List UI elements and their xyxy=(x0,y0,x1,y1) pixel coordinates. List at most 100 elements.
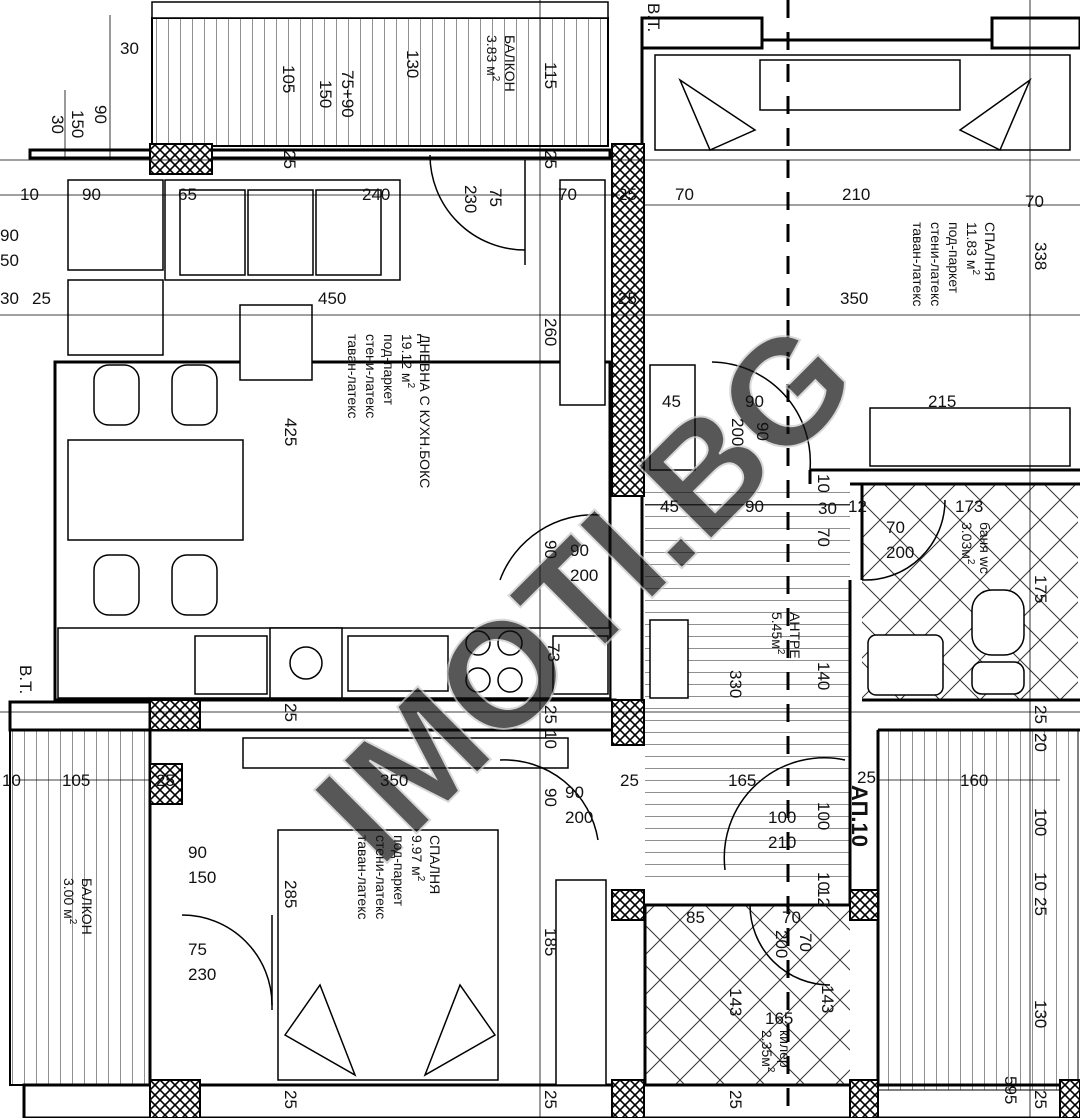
dimension-label: 230 xyxy=(188,965,216,984)
dimension-label: 25 xyxy=(541,705,560,724)
room-name: БАЛКОН xyxy=(79,878,95,935)
room-name: баня wc xyxy=(977,522,993,574)
room-living: ДНЕВНА С КУХН.БОКС 19.12 м2 под-паркет с… xyxy=(345,334,433,488)
dimension-label: 90 xyxy=(91,105,110,124)
dimension-label: 25 xyxy=(618,185,637,204)
dimension-label: 25 xyxy=(280,150,299,169)
dimension-label: 100 xyxy=(768,808,796,827)
room-floor: под-паркет xyxy=(946,222,962,294)
room-ceiling: таван-латекс xyxy=(345,334,361,418)
dimension-label: 175 xyxy=(1031,575,1050,603)
dimension-label: 25 xyxy=(618,289,637,308)
dimension-label: 450 xyxy=(318,289,346,308)
dimension-label: 70 xyxy=(558,185,577,204)
room-bedroom-top: СПАЛНЯ 11.83 м2 под-паркет стени-латекс … xyxy=(910,222,998,306)
room-area: 2.35м2 xyxy=(759,1030,776,1073)
dimension-label: 45 xyxy=(662,392,681,411)
dimension-label: 160 xyxy=(960,771,988,790)
dimension-label: 30 xyxy=(120,39,139,58)
dimension-label: 90 xyxy=(753,422,772,441)
dimension-label: 200 xyxy=(728,418,747,446)
dimension-label: 165 xyxy=(765,1009,793,1028)
furniture xyxy=(57,54,1071,1086)
dimension-label: 173 xyxy=(955,497,983,516)
room-area: 5.45м2 xyxy=(769,612,786,655)
room-area: 19.12 м2 xyxy=(399,334,416,389)
columns xyxy=(149,143,1080,1118)
top-note: В.Т. xyxy=(644,3,663,32)
dimension-label: 90 xyxy=(541,788,560,807)
dimension-label: 30 xyxy=(818,499,837,518)
dimension-label: 25 xyxy=(541,150,560,169)
room-area: 3.83 м2 xyxy=(484,35,501,82)
dimension-label: 90 xyxy=(0,226,19,245)
dimension-label: 75 xyxy=(486,188,505,207)
dimension-label: 200 xyxy=(570,566,598,585)
dimension-label: 338 xyxy=(1031,242,1050,270)
room-bedroom-bottom: СПАЛНЯ 9.97 м2 под-паркет стени-латекс т… xyxy=(355,835,443,919)
room-hall: АНТРЕ 5.45м2 xyxy=(769,612,803,659)
dimension-label: 25 xyxy=(1031,897,1050,916)
dimension-label: 150 xyxy=(68,110,87,138)
dimension-label: 50 xyxy=(0,251,19,270)
dimension-label: 25 xyxy=(281,1090,300,1109)
dimension-label: 350 xyxy=(380,771,408,790)
dimension-label: 240 xyxy=(362,185,390,204)
dimension-labels: 30 105 75+90 150 130 115 150 30 90 10 90… xyxy=(0,39,1050,1109)
room-area: 9.97 м2 xyxy=(409,835,426,882)
room-floor: под-паркет xyxy=(391,835,407,907)
dimension-label: 10 xyxy=(814,872,833,891)
dimension-label: 70 xyxy=(796,933,815,952)
dimension-label: 105 xyxy=(62,771,90,790)
room-area: 11.83 м2 xyxy=(964,222,981,276)
dimension-label: 425 xyxy=(281,418,300,446)
dimension-label: 90 xyxy=(541,540,560,559)
dimension-label: 285 xyxy=(281,880,300,908)
dimension-label: 100 xyxy=(1031,808,1050,836)
dimension-label: 75+90 xyxy=(338,70,357,118)
storage-floor xyxy=(645,905,850,1085)
dimension-label: 143 xyxy=(726,988,745,1016)
balcony-top-deck xyxy=(151,17,609,147)
dimension-label: 70 xyxy=(675,185,694,204)
dimension-label: 25 xyxy=(857,768,876,787)
dimension-label: 25 xyxy=(1031,1090,1050,1109)
dimension-label: 30 xyxy=(0,289,19,308)
dimension-label: 10 xyxy=(541,730,560,749)
room-bath: баня wc 3.03м2 xyxy=(959,522,993,574)
dimension-label: 25 xyxy=(726,1090,745,1109)
dimension-label: 25 xyxy=(156,771,175,790)
dimension-label: 70 xyxy=(814,528,833,547)
dimension-label: 90 xyxy=(570,541,589,560)
dimension-label: 210 xyxy=(768,833,796,852)
dimension-label: 140 xyxy=(814,662,833,690)
room-storage: килер 2.35м2 xyxy=(759,1030,793,1073)
room-floor: под-паркет xyxy=(381,334,397,406)
room-name: БАЛКОН xyxy=(502,35,518,92)
dimension-label: 90 xyxy=(745,392,764,411)
dimension-label: 90 xyxy=(82,185,101,204)
dimension-label: 143 xyxy=(818,985,837,1013)
room-balcony-left: БАЛКОН 3.00 м2 xyxy=(61,878,95,935)
room-name: АНТРЕ xyxy=(787,612,803,659)
dimension-label: 10 xyxy=(20,185,39,204)
room-name: килер xyxy=(777,1030,793,1068)
dimension-label: 25 xyxy=(1031,705,1050,724)
dimension-label: 75 xyxy=(188,940,207,959)
door-swings xyxy=(181,154,946,1010)
dimension-label: 210 xyxy=(842,185,870,204)
left-note: В.Т. xyxy=(16,665,35,694)
room-area: 3.00 м2 xyxy=(61,878,78,925)
dimension-label: 185 xyxy=(541,928,560,956)
dimension-label: 70 xyxy=(1025,192,1044,211)
apartment-label: АП.10 xyxy=(847,785,872,847)
room-name: СПАЛНЯ xyxy=(427,835,443,894)
room-balcony-top: БАЛКОН 3.83 м2 xyxy=(484,35,518,92)
dimension-label: 200 xyxy=(886,543,914,562)
dimension-label: 105 xyxy=(279,65,298,93)
dimension-label: 73 xyxy=(544,643,563,662)
dimension-label: 12 xyxy=(814,888,833,907)
dimension-label: 115 xyxy=(541,62,560,89)
